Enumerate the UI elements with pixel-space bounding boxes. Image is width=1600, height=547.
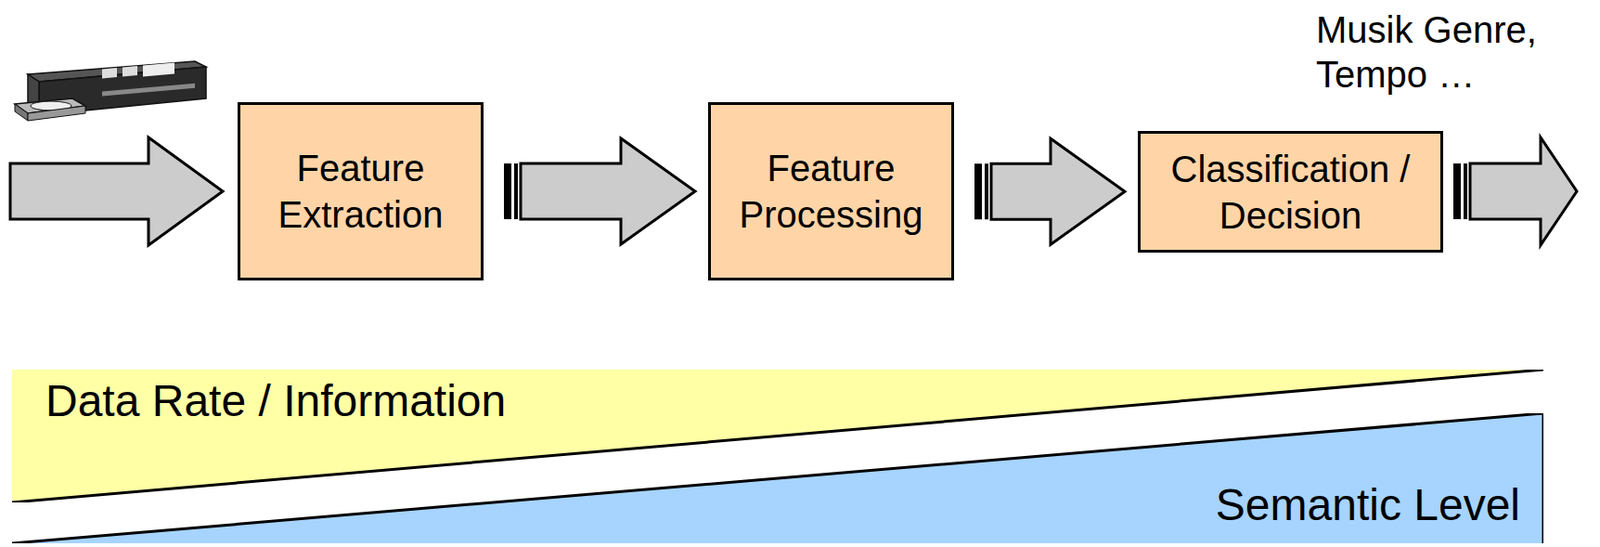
cd-player-icon (14, 61, 207, 121)
flow-arrow (974, 138, 1125, 245)
process-box: Classification / Decision (1137, 130, 1444, 253)
wedge-fill (12, 412, 1544, 543)
box-label: Feature Processing (720, 144, 942, 238)
box-label: Feature Extraction (249, 144, 472, 238)
box-label: Classification / Decision (1149, 145, 1432, 239)
output-label: Musik Genre, Tempo … (1316, 7, 1595, 97)
wedge-label: Semantic Level (1215, 480, 1521, 530)
process-box: Feature Extraction (237, 102, 484, 281)
input-arrow (10, 137, 223, 246)
output-arrow (1453, 137, 1577, 246)
process-box: Feature Processing (708, 102, 955, 281)
flow-arrow (503, 138, 696, 245)
wedge-label: Data Rate / Information (45, 376, 506, 426)
wedge-outline (12, 412, 1544, 543)
trend-wedge: Semantic Level (12, 412, 1544, 543)
